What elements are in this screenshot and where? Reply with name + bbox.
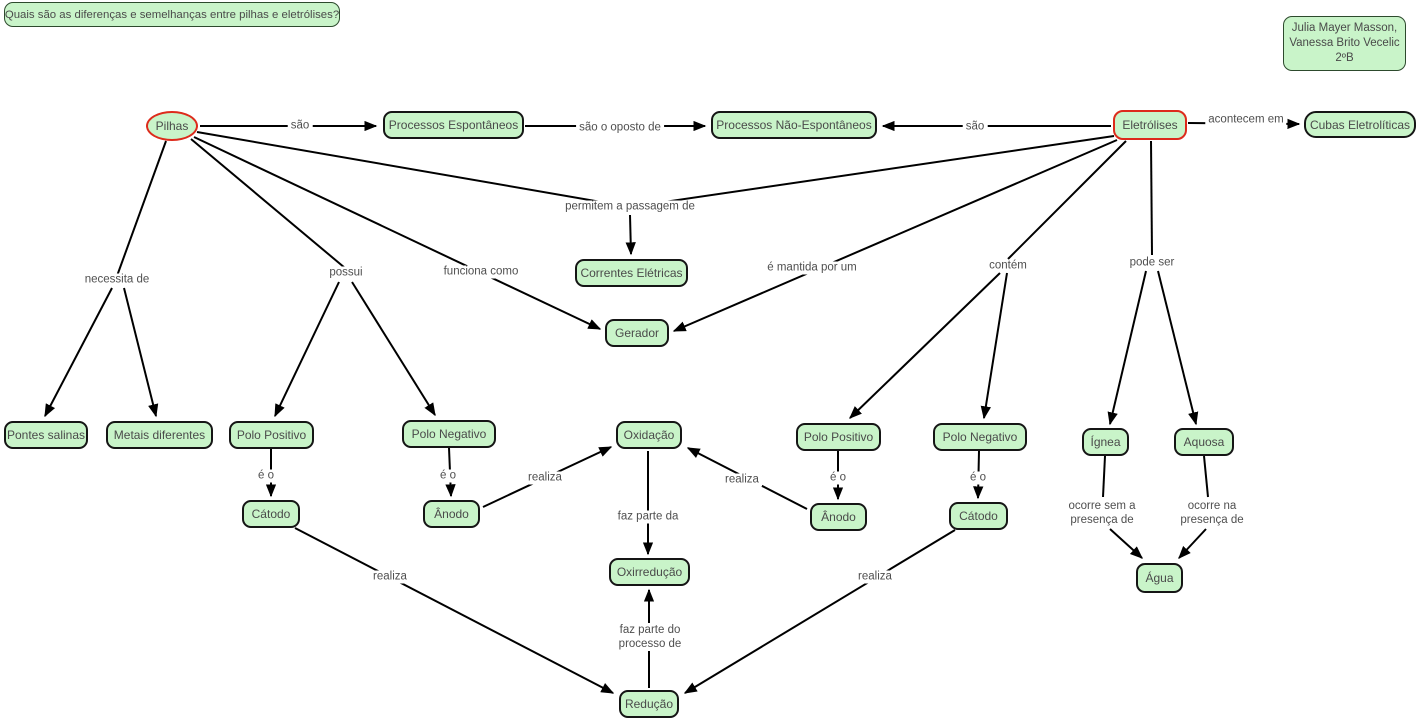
node-gerador[interactable]: Gerador — [605, 319, 669, 347]
edge-label-funciona-como[interactable]: funciona como — [440, 265, 522, 279]
node-catodo-eletrolise[interactable]: Cátodo — [949, 502, 1008, 530]
edge-eletrolises-pode-ser — [1150, 140, 1153, 256]
edge-possui-polo-positivo-l — [274, 281, 340, 418]
node-pilhas[interactable]: Pilhas — [146, 111, 198, 141]
edge-label-ocorre-na-line2: presença de — [1180, 514, 1244, 526]
edge-contem-polo-negativo-r — [980, 272, 1008, 420]
node-pontes-salinas[interactable]: Pontes salinas — [4, 421, 88, 449]
edge-pilhas-funciona-gerador — [193, 136, 602, 330]
edge-necessita-pontes-salinas — [44, 287, 113, 418]
edge-label-contem[interactable]: contém — [986, 259, 1030, 273]
edge-label-necessita-de[interactable]: necessita de — [81, 273, 153, 287]
authors-node[interactable]: Julia Mayer Masson, Vanessa Brito Veceli… — [1283, 16, 1406, 71]
edge-pilhas-necessita — [116, 140, 167, 277]
edge-label-faz-parte-do-processo-de[interactable]: faz parte do processo de — [615, 623, 685, 651]
edge-label-e-mantida-por-um[interactable]: é mantida por um — [764, 261, 860, 275]
edge-aquosa-ocorre-na — [1203, 455, 1209, 498]
node-polo-negativo-pilha[interactable]: Polo Negativo — [402, 420, 496, 448]
edge-pilhas-possui — [190, 138, 346, 269]
edge-necessita-metais-diferentes — [123, 287, 159, 418]
edge-eletrolises-mantida-gerador — [672, 139, 1118, 332]
authors-line-2: Vanessa Brito Vecelic — [1289, 37, 1400, 49]
edge-label-realiza-3[interactable]: realiza — [370, 570, 410, 584]
edge-permitem-correntes — [625, 214, 636, 256]
edge-label-sao-o-oposto-de[interactable]: são o oposto de — [576, 121, 664, 135]
edge-label-e-o-2[interactable]: é o — [437, 469, 459, 483]
edge-possui-polo-negativo-l — [351, 281, 436, 417]
edge-label-faz-parte-do-line2: processo de — [618, 638, 682, 650]
edge-label-ocorre-sem-a-presenca-de[interactable]: ocorre sem a presença de — [1065, 499, 1139, 527]
node-cubas-eletroliticas[interactable]: Cubas Eletrolíticas — [1304, 111, 1416, 138]
authors-line-1: Julia Mayer Masson, — [1291, 22, 1398, 34]
edge-ocorre-sem-agua — [1109, 528, 1143, 559]
question-node[interactable]: Quais são as diferenças e semelhanças en… — [4, 2, 340, 27]
node-metais-diferentes[interactable]: Metais diferentes — [106, 421, 213, 449]
edge-label-ocorre-na-line1: ocorre na — [1187, 500, 1237, 512]
edge-label-sao-eletrolises[interactable]: são — [962, 120, 988, 134]
edge-ocorre-na-agua — [1178, 528, 1207, 559]
edge-catodo-l-reducao — [294, 527, 615, 694]
edge-ignea-ocorre-sem — [1102, 455, 1106, 498]
edge-pode-ser-ignea — [1107, 270, 1147, 426]
edge-label-sao-pilhas[interactable]: são — [287, 119, 313, 133]
node-anodo-pilha[interactable]: Ânodo — [423, 500, 480, 528]
node-anodo-eletrolise[interactable]: Ânodo — [810, 503, 867, 531]
node-oxirreducao[interactable]: Oxirredução — [609, 558, 690, 586]
edge-eletrolises-contem — [1007, 140, 1127, 260]
edge-label-realiza-1[interactable]: realiza — [525, 471, 565, 485]
edge-pode-ser-aquosa — [1157, 270, 1199, 426]
node-ignea[interactable]: Ígnea — [1082, 428, 1129, 456]
node-polo-negativo-eletrolise[interactable]: Polo Negativo — [933, 423, 1027, 451]
edge-pilhas-permitem — [196, 131, 631, 208]
node-catodo-pilha[interactable]: Cátodo — [242, 500, 300, 528]
edge-label-possui[interactable]: possui — [326, 266, 366, 280]
edge-label-ocorre-sem-line2: presença de — [1070, 514, 1134, 526]
node-polo-positivo-pilha[interactable]: Polo Positivo — [229, 421, 314, 449]
node-processos-nao-espontaneos[interactable]: Processos Não-Espontâneos — [711, 111, 877, 139]
node-agua[interactable]: Água — [1136, 563, 1183, 593]
authors-line-3: 2ºB — [1335, 52, 1354, 64]
node-reducao[interactable]: Redução — [619, 690, 679, 718]
edge-contem-polo-positivo-r — [849, 272, 1001, 419]
node-polo-positivo-eletrolise[interactable]: Polo Positivo — [796, 423, 881, 451]
node-aquosa[interactable]: Aquosa — [1174, 428, 1234, 456]
edge-label-pode-ser[interactable]: pode ser — [1126, 256, 1178, 270]
edge-label-realiza-4[interactable]: realiza — [855, 570, 895, 584]
node-processos-espontaneos[interactable]: Processos Espontâneos — [383, 111, 524, 139]
node-correntes-eletricas[interactable]: Correntes Elétricas — [575, 259, 688, 287]
edge-label-faz-parte-da[interactable]: faz parte da — [614, 510, 682, 524]
edge-label-acontecem-em[interactable]: acontecem em — [1205, 113, 1287, 127]
edge-label-e-o-4[interactable]: é o — [967, 471, 989, 485]
edge-label-ocorre-sem-line1: ocorre sem a — [1068, 500, 1136, 512]
node-eletrolises[interactable]: Eletrólises — [1113, 110, 1187, 140]
edge-eletrolises-permitem — [629, 135, 1115, 208]
edge-catodo-r-reducao — [683, 529, 956, 694]
edge-label-realiza-2[interactable]: realiza — [722, 473, 762, 487]
edge-label-permitem-a-passagem-de[interactable]: permitem a passagem de — [562, 200, 698, 214]
edge-label-e-o-1[interactable]: é o — [255, 469, 277, 483]
edge-label-ocorre-na-presenca-de[interactable]: ocorre na presença de — [1177, 499, 1247, 527]
edge-label-e-o-3[interactable]: é o — [827, 471, 849, 485]
edge-label-faz-parte-do-line1: faz parte do — [619, 624, 681, 636]
node-oxidacao[interactable]: Oxidação — [616, 421, 682, 449]
